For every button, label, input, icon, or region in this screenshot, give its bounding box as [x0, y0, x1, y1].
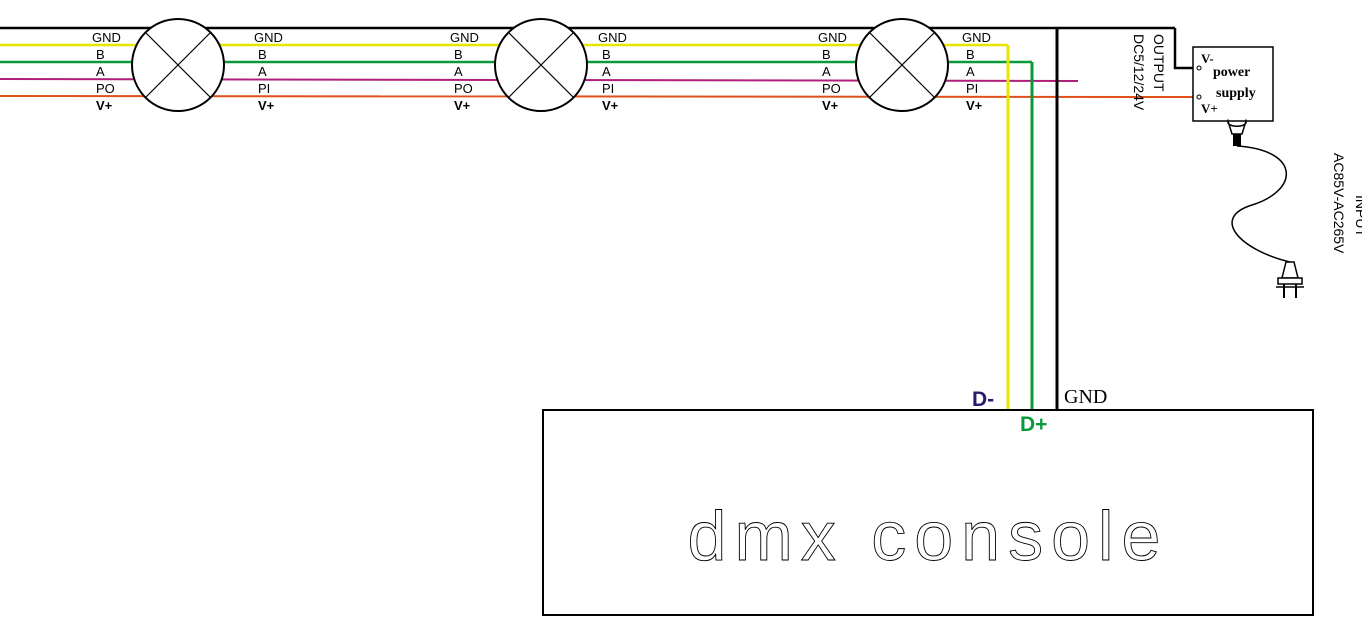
dmx-console-box [542, 409, 1314, 616]
fixture-1 [131, 18, 225, 112]
label-a: A [96, 64, 105, 79]
label-a: A [602, 64, 611, 79]
fixture-3-output-labels: GND B A PI V+ [962, 30, 991, 113]
label-vplus: V+ [602, 98, 619, 113]
fixture-1-output-labels: GND B A PI V+ [254, 30, 283, 113]
label-b: B [966, 47, 975, 62]
ac-power-cord [1227, 118, 1304, 298]
label-vplus: V+ [96, 98, 113, 113]
d-plus-label: D+ [1020, 413, 1047, 436]
label-gnd: GND [92, 30, 121, 45]
output-voltage-label: OUTPUT DC5/12/24V [1131, 34, 1167, 111]
label-po: PO [822, 81, 841, 96]
label-gnd: GND [962, 30, 991, 45]
label-gnd: GND [598, 30, 627, 45]
power-supply: V- power supply V+ [1173, 28, 1274, 122]
power-supply-title-2: supply [1216, 86, 1256, 101]
label-gnd: GND [254, 30, 283, 45]
power-supply-title-1: power [1213, 65, 1250, 80]
vminus-terminal-icon [1196, 65, 1202, 71]
output-label: OUTPUT [1151, 34, 1167, 92]
label-po: PO [454, 81, 473, 96]
label-gnd: GND [450, 30, 479, 45]
dmx-console-title: dmx console [688, 497, 1169, 575]
label-a: A [822, 64, 831, 79]
label-pi: PI [602, 81, 614, 96]
plug-icon [1281, 261, 1299, 279]
cord-wire [1231, 145, 1291, 263]
label-b: B [602, 47, 611, 62]
label-a: A [966, 64, 975, 79]
fixture-2 [494, 18, 588, 112]
label-vplus: V+ [258, 98, 275, 113]
label-b: B [822, 47, 831, 62]
input-voltage-label: INPUT AC85V-AC265V [1331, 153, 1362, 254]
input-voltage: AC85V-AC265V [1331, 153, 1347, 254]
fixture-2-input-labels: GND B A PO V+ [450, 30, 479, 113]
label-vminus: V- [1201, 51, 1214, 66]
d-minus-label: D- [972, 388, 994, 411]
power-supply-vminus-wire [1173, 28, 1198, 70]
label-b: B [96, 47, 105, 62]
label-b: B [454, 47, 463, 62]
power-supply-box [1192, 46, 1274, 122]
input-label: INPUT [1353, 195, 1362, 237]
fixture-3-input-labels: GND B A PO V+ [818, 30, 847, 113]
label-vplus: V+ [966, 98, 983, 113]
label-vplus: V+ [822, 98, 839, 113]
label-po: PO [96, 81, 115, 96]
fixture-1-input-labels: GND B A PO V+ [92, 30, 121, 113]
label-vplus: V+ [454, 98, 471, 113]
label-gnd: GND [818, 30, 847, 45]
fixture-3 [855, 18, 949, 112]
label-a: A [258, 64, 267, 79]
label-a: A [454, 64, 463, 79]
output-voltage: DC5/12/24V [1131, 34, 1147, 111]
console-gnd-label: GND [1064, 386, 1107, 408]
fixture-2-output-labels: GND B A PI V+ [598, 30, 627, 113]
cord-strain-relief [1227, 118, 1247, 135]
vplus-terminal-icon [1196, 94, 1202, 100]
label-pi: PI [258, 81, 270, 96]
dmx-console: dmx console D- D+ GND [542, 386, 1314, 616]
label-vplus: V+ [1201, 101, 1218, 116]
label-pi: PI [966, 81, 978, 96]
label-b: B [258, 47, 267, 62]
